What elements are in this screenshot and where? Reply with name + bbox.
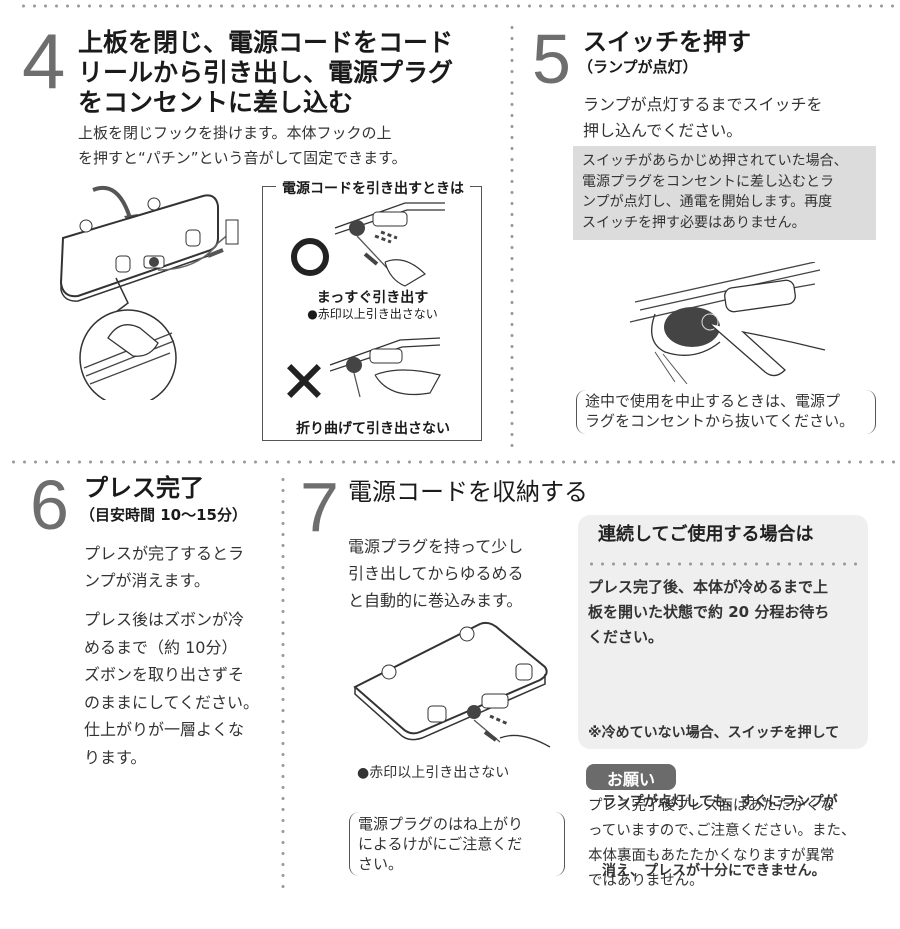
continuous-use-box bbox=[578, 515, 868, 749]
step-number-5: 5 bbox=[532, 20, 571, 98]
ng-label: 折り曲げて引き出さない bbox=[296, 421, 450, 437]
step-5-subtitle: （ランプが点灯） bbox=[578, 58, 698, 76]
continuous-use-heading: 連続してご使用する場合は bbox=[598, 524, 814, 545]
switch-press-illustration bbox=[629, 262, 826, 385]
step-7-body: 電源プラグを持って少し 引き出してからゆるめる と自動的に巻込みます。 bbox=[348, 537, 524, 610]
step-6-para2: プレス後はズボンが冷 めるまで（約 10分） ズボンを取り出さずそ のままにして… bbox=[84, 610, 260, 767]
continuous-use-note: ※冷めていない場合、スイッチを押して ランプが点灯しても、すぐにランプが 消え、… bbox=[588, 725, 840, 879]
divider-6-7 bbox=[281, 474, 285, 894]
cord-retract-illustration bbox=[353, 621, 551, 748]
step-6-subtitle: （目安時間 10〜15分） bbox=[80, 506, 247, 524]
ok-circle-icon bbox=[291, 238, 329, 276]
step-4-title: 上板を閉じ、電源コードをコード リールから引き出し、電源プラグ をコンセントに差… bbox=[78, 28, 454, 117]
request-body: プレス完了後プレス面はあたたかくな っていますので､ご注意ください。また、 本体… bbox=[588, 798, 856, 889]
close-lid-illustration bbox=[59, 186, 239, 400]
ok-label: まっすぐ引き出す bbox=[316, 290, 429, 306]
step-6-title: プレス完了 bbox=[84, 474, 204, 502]
ok-sublabel: ●赤印以上引き出さない bbox=[307, 307, 438, 321]
cord-pull-box bbox=[262, 186, 482, 441]
ok-pull-illustration bbox=[335, 202, 445, 287]
top-dotted-rule bbox=[18, 4, 900, 8]
step-7-bracket-note bbox=[349, 812, 565, 876]
step-4-body: 上板を閉じフックを掛けます。本体フックの上 を押すと“パチン”という音がして固定… bbox=[78, 124, 407, 167]
step-number-6: 6 bbox=[30, 466, 69, 544]
continuous-use-dotted-rule bbox=[586, 562, 862, 566]
ng-cross-icon bbox=[287, 364, 321, 398]
step-number-7: 7 bbox=[300, 468, 339, 546]
cord-box-heading: 電源コードを引き出すときは bbox=[282, 181, 464, 197]
step-5-bracket-note bbox=[576, 390, 876, 434]
ng-pull-illustration bbox=[330, 337, 441, 398]
step-7-bracket-note-text: 電源プラグのはね上がり によるけがにご注意くだ さい。 bbox=[358, 815, 524, 873]
step-5-bracket-note-text: 途中で使用を中止するときは、電源プ ラグをコンセントから抜いてください。 bbox=[585, 392, 855, 430]
step-6-para1: プレスが完了するとラ ンプが消えます。 bbox=[84, 544, 245, 590]
step-5-gray-note bbox=[573, 146, 876, 240]
continuous-use-body: プレス完了後、本体が冷めるまで上 板を開いた状態で約 20 分程お待ち ください… bbox=[588, 578, 830, 646]
step-5-body: ランプが点灯するまでスイッチを 押し込んでください。 bbox=[583, 95, 823, 140]
step-7-title: 電源コードを収納する bbox=[348, 478, 588, 506]
step-7-figure-caption: ●赤印以上引き出さない bbox=[357, 765, 510, 781]
request-badge-label: お願い bbox=[606, 770, 655, 789]
step-5-title: スイッチを押す bbox=[583, 28, 751, 56]
middle-dotted-rule bbox=[8, 460, 900, 464]
request-badge bbox=[586, 764, 676, 790]
divider-4-5 bbox=[510, 22, 514, 450]
step-number-4: 4 bbox=[22, 17, 66, 105]
step-5-gray-note-text: スイッチがあらかじめ押されていた場合、 電源プラグをコンセントに差し込むとラ ン… bbox=[582, 153, 848, 231]
